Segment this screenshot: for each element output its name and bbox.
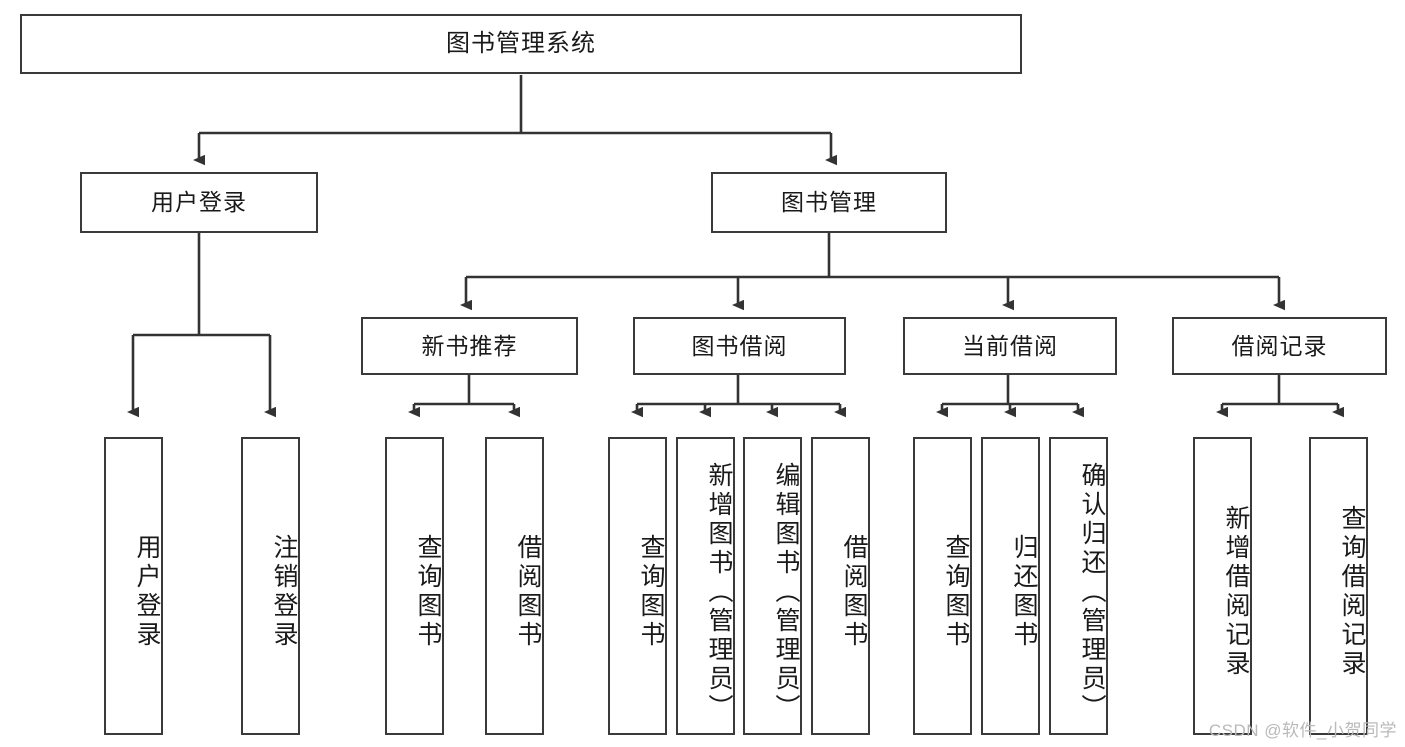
node-label: 编辑图书（管理员） (772, 461, 800, 723)
node-current-borrow[interactable]: 当前借阅 (903, 317, 1117, 375)
leaf-recommend-query-book[interactable]: 查询图书 (385, 437, 444, 735)
leaf-borrow-query-book[interactable]: 查询图书 (608, 437, 667, 735)
node-label: 注销登录 (270, 534, 298, 650)
node-root-system[interactable]: 图书管理系统 (20, 14, 1022, 74)
node-label: 用户登录 (151, 189, 247, 216)
node-label: 图书借阅 (691, 332, 788, 359)
node-book-borrow[interactable]: 图书借阅 (633, 317, 846, 375)
leaf-borrow-add-book-admin[interactable]: 新增图书（管理员） (676, 437, 735, 735)
node-label: 用户登录 (133, 534, 161, 650)
leaf-current-query-book[interactable]: 查询图书 (913, 437, 972, 735)
node-label: 归还图书 (1010, 534, 1038, 650)
node-borrow-record[interactable]: 借阅记录 (1172, 317, 1387, 375)
leaf-record-add-record[interactable]: 新增借阅记录 (1193, 437, 1252, 735)
node-label: 新增借阅记录 (1222, 505, 1250, 679)
node-label: 查询图书 (637, 534, 665, 650)
node-label: 图书管理系统 (446, 30, 596, 58)
leaf-borrow-edit-book-admin[interactable]: 编辑图书（管理员） (743, 437, 802, 735)
node-label: 借阅图书 (840, 534, 868, 650)
leaf-current-confirm-return-admin[interactable]: 确认归还（管理员） (1049, 437, 1108, 735)
leaf-borrow-borrow-book[interactable]: 借阅图书 (811, 437, 870, 735)
node-new-book-recommend[interactable]: 新书推荐 (361, 317, 578, 375)
node-label: 新书推荐 (421, 332, 518, 359)
watermark: CSDN @软件_小贺同学 (1208, 721, 1397, 740)
node-label: 图书管理 (781, 189, 877, 216)
leaf-record-query-record[interactable]: 查询借阅记录 (1309, 437, 1368, 735)
leaf-current-return-book[interactable]: 归还图书 (981, 437, 1040, 735)
node-label: 借阅图书 (514, 534, 542, 650)
node-label: 查询借阅记录 (1338, 505, 1366, 679)
node-label: 确认归还（管理员） (1078, 461, 1106, 723)
node-label: 查询图书 (942, 534, 970, 650)
leaf-user-login-logout[interactable]: 注销登录 (241, 437, 300, 735)
node-label: 借阅记录 (1231, 332, 1328, 359)
node-label: 新增图书（管理员） (705, 461, 733, 723)
leaf-recommend-borrow-book[interactable]: 借阅图书 (485, 437, 544, 735)
node-book-management[interactable]: 图书管理 (711, 172, 947, 233)
node-user-login[interactable]: 用户登录 (80, 172, 318, 233)
node-label: 查询图书 (414, 534, 442, 650)
node-label: 当前借阅 (962, 332, 1058, 359)
leaf-user-login-login[interactable]: 用户登录 (104, 437, 163, 735)
